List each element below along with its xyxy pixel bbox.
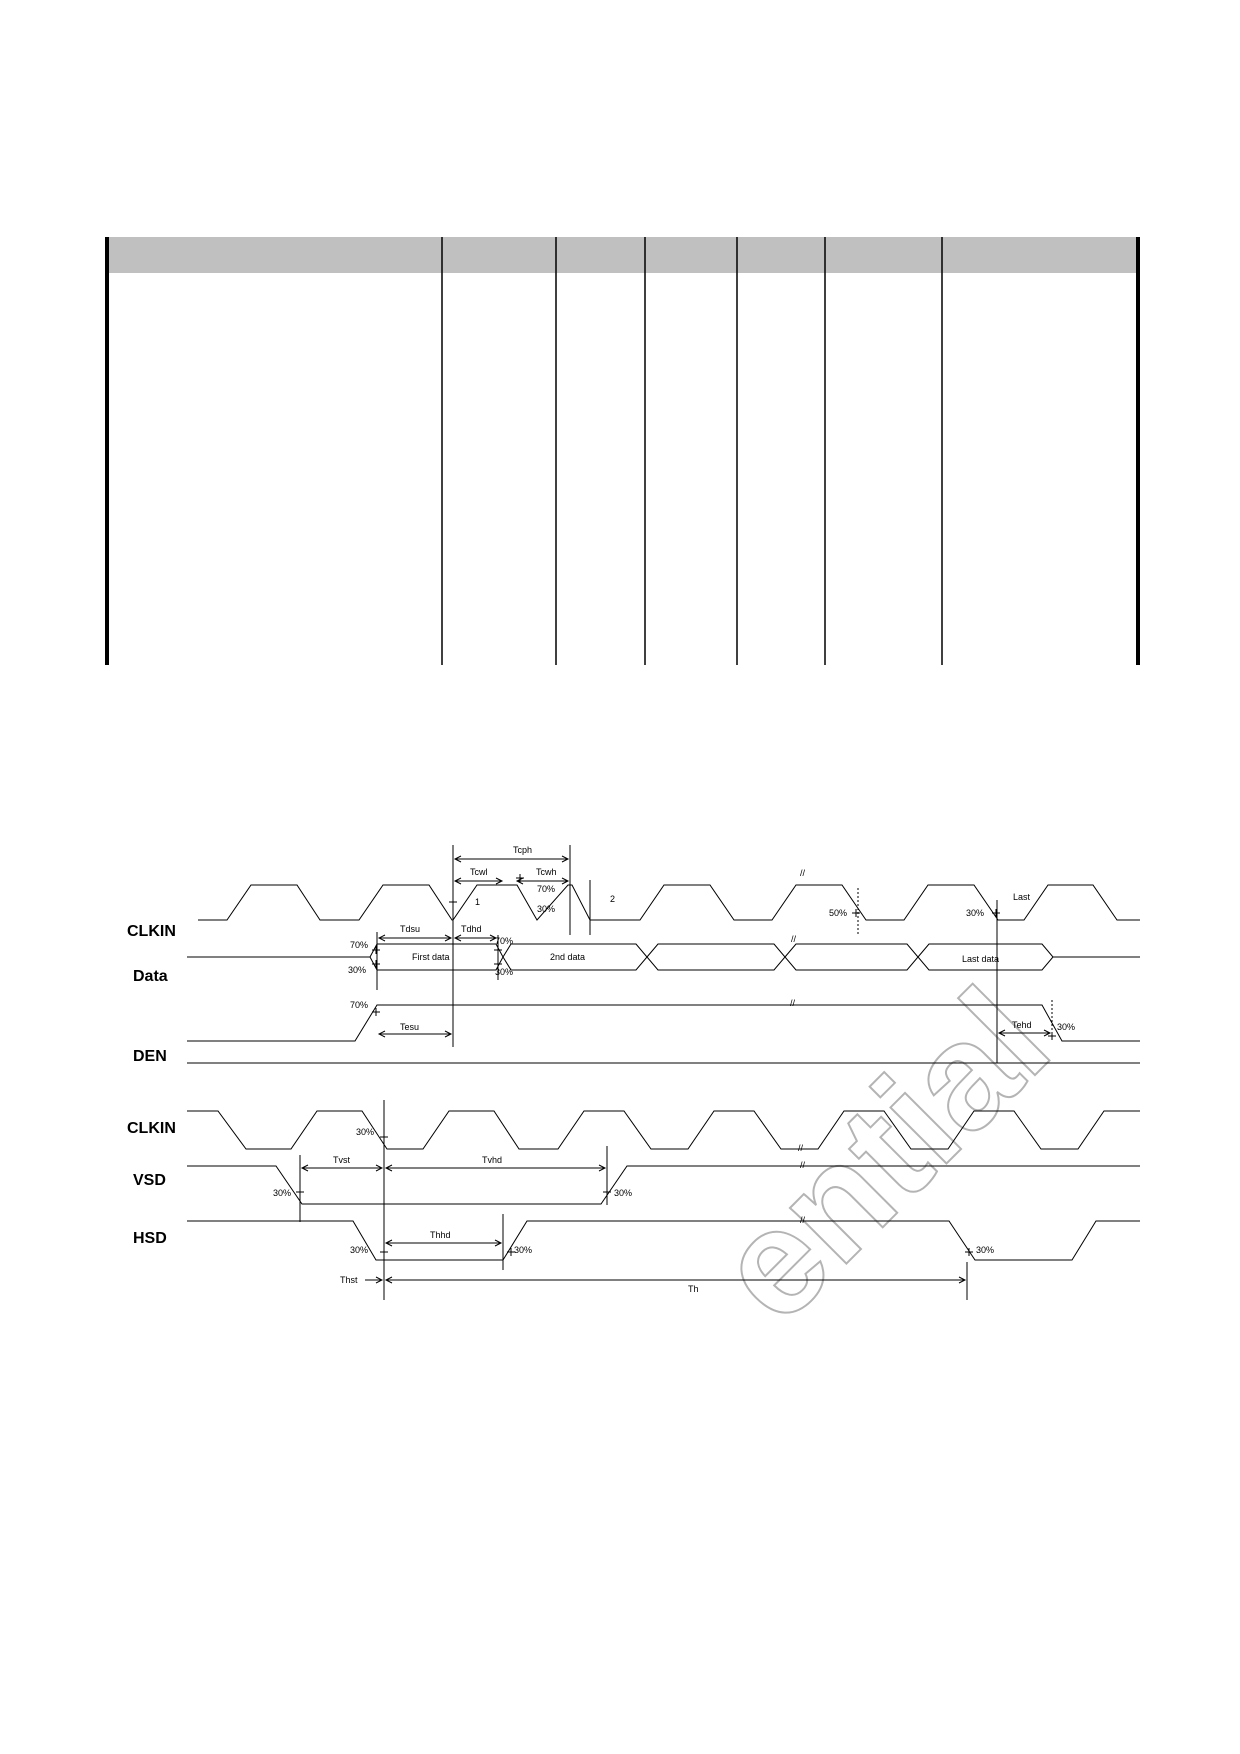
label-tcwh: Tcwh <box>536 867 557 877</box>
signal-label-clkin-bottom: CLKIN <box>127 1120 176 1137</box>
signal-label-den: DEN <box>133 1048 167 1065</box>
label-last-data: Last data <box>962 954 999 964</box>
label-tcwl: Tcwl <box>470 867 488 877</box>
pct-70-data-right: 70% <box>495 936 513 946</box>
pct-30-clk-last: 30% <box>966 908 984 918</box>
label-first-data: First data <box>412 952 450 962</box>
pct-30-vsd-right: 30% <box>614 1188 632 1198</box>
pct-50-clk: 50% <box>829 908 847 918</box>
pct-30-clkin-bottom: 30% <box>356 1127 374 1137</box>
pct-30-den: 30% <box>1057 1022 1075 1032</box>
vsd-waveform <box>187 1165 1140 1205</box>
parameter-table <box>105 237 1140 665</box>
pct-70-data-left: 70% <box>350 940 368 950</box>
pct-70-tcwh: 70% <box>537 884 555 894</box>
table-header-row <box>107 237 1138 273</box>
dimension-arrows <box>300 855 1052 1284</box>
threshold-markers <box>296 874 1056 1256</box>
label-tdsu: Tdsu <box>400 924 420 934</box>
label-tvhd: Tvhd <box>482 1155 502 1165</box>
label-tvst: Tvst <box>333 1155 350 1165</box>
pct-30-data-right: 30% <box>495 967 513 977</box>
label-clock-2: 2 <box>610 894 615 904</box>
break-mark-vsd: // <box>800 1160 806 1170</box>
pct-30-data-left: 30% <box>348 965 366 975</box>
signal-label-hsd: HSD <box>133 1230 167 1247</box>
pct-30-hsd-mid: 30% <box>514 1245 532 1255</box>
label-clock-1: 1 <box>475 897 480 907</box>
break-mark-clk-bottom: // <box>798 1143 804 1153</box>
label-tdhd: Tdhd <box>461 924 482 934</box>
break-mark-den: // <box>790 998 796 1008</box>
label-2nd-data: 2nd data <box>550 952 585 962</box>
label-thst: Thst <box>340 1275 358 1285</box>
label-tesu: Tesu <box>400 1022 419 1032</box>
label-th: Th <box>688 1284 699 1294</box>
signal-label-data: Data <box>133 968 168 985</box>
table-grid <box>105 237 1140 665</box>
label-tcph: Tcph <box>513 845 532 855</box>
reference-lines <box>299 845 998 1300</box>
pct-30-tcwh: 30% <box>537 904 555 914</box>
pct-70-den: 70% <box>350 1000 368 1010</box>
clkin-bottom-waveform <box>187 1110 1140 1150</box>
hsd-waveform <box>187 1220 1140 1261</box>
pct-30-vsd-left: 30% <box>273 1188 291 1198</box>
label-clock-last: Last <box>1013 892 1031 902</box>
confidential-watermark: ential <box>684 957 1080 1353</box>
label-tehd: Tehd <box>1012 1020 1032 1030</box>
signal-label-vsd: VSD <box>133 1172 166 1189</box>
signal-label-clkin-top: CLKIN <box>127 923 176 940</box>
pct-30-hsd-left: 30% <box>350 1245 368 1255</box>
break-mark-clk-top: // <box>800 868 806 878</box>
break-mark-data: // <box>791 934 797 944</box>
pct-30-hsd-right: 30% <box>976 1245 994 1255</box>
den-waveform <box>187 1004 1140 1042</box>
label-thhd: Thhd <box>430 1230 451 1240</box>
break-mark-hsd: // <box>800 1215 806 1225</box>
clkin-top-waveform <box>198 884 1140 921</box>
